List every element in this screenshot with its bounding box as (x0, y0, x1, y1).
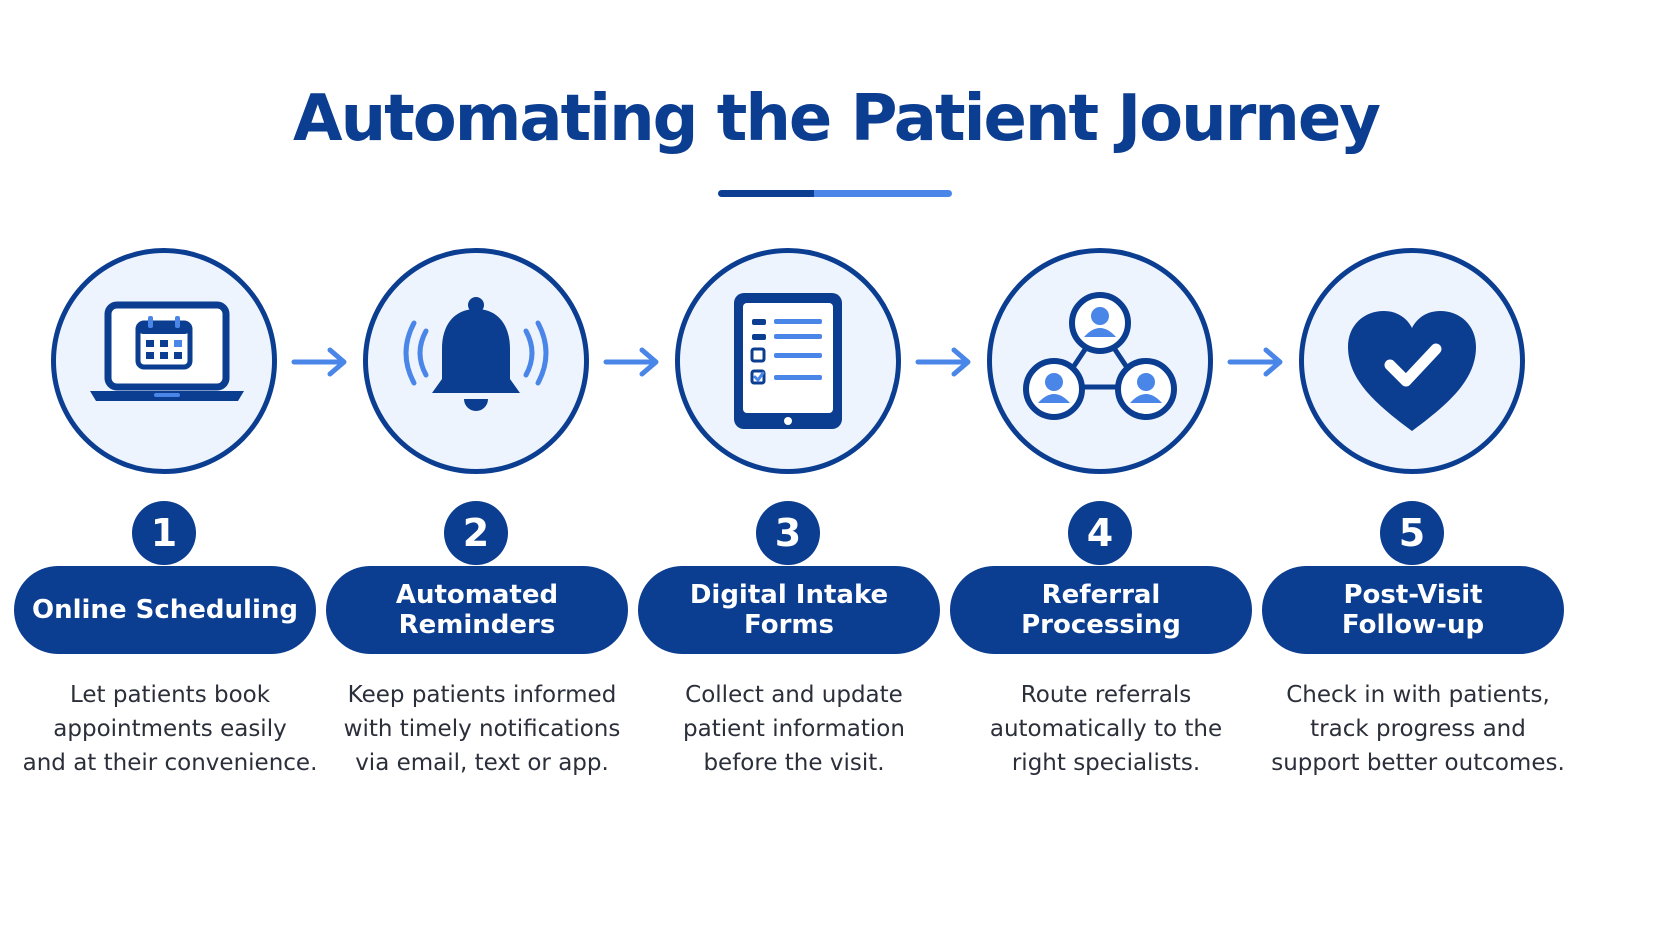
step-title: Automated Reminders (326, 566, 628, 654)
title-underline-light (814, 190, 952, 197)
step-title: Online Scheduling (14, 566, 316, 654)
laptop-calendar-icon (90, 301, 244, 401)
step-title-text: Online Scheduling (32, 595, 298, 625)
arrow-right-icon (291, 347, 347, 377)
arrow-right-icon (603, 347, 659, 377)
step-title-text: Referral Processing (1021, 580, 1181, 640)
step-number: 1 (132, 501, 196, 565)
step-4: 4 Referral Processing Route referrals au… (946, 248, 1266, 808)
step-description: Keep patients informed with timely notif… (343, 682, 621, 776)
step-title: Digital Intake Forms (638, 566, 940, 654)
title-underline (718, 190, 952, 197)
step-icon-circle (1299, 248, 1525, 474)
page-title: Automating the Patient Journey (293, 82, 1381, 156)
arrow-right-icon (1227, 347, 1283, 377)
step-description: Collect and update patient information b… (683, 682, 905, 776)
step-1: 1 Online Scheduling Let patients book ap… (10, 248, 330, 808)
step-description: Let patients book appointments easily an… (22, 682, 318, 776)
title-underline-dark (718, 190, 814, 197)
step-5: 5 Post-Visit Follow-up Check in with pat… (1258, 248, 1578, 808)
step-icon-circle (363, 248, 589, 474)
step-title-text: Post-Visit Follow-up (1341, 580, 1485, 640)
step-number: 3 (756, 501, 820, 565)
step-description: Check in with patients, track progress a… (1271, 682, 1565, 776)
step-3: 3 Digital Intake Forms Collect and updat… (634, 248, 954, 808)
step-title-text: Digital Intake Forms (689, 580, 889, 640)
step-title: Referral Processing (950, 566, 1252, 654)
step-2: 2 Automated Reminders Keep patients info… (322, 248, 642, 808)
heart-check-icon (1348, 311, 1476, 431)
step-icon-circle (51, 248, 277, 474)
arrow-right-icon (915, 347, 971, 377)
step-icon-circle (987, 248, 1213, 474)
step-number: 4 (1068, 501, 1132, 565)
step-title: Post-Visit Follow-up (1262, 566, 1564, 654)
referral-network-icon (1023, 292, 1177, 420)
step-description: Route referrals automatically to the rig… (989, 682, 1223, 776)
step-title-text: Automated Reminders (395, 580, 559, 640)
bell-icon (403, 297, 549, 411)
step-icon-circle (675, 248, 901, 474)
step-number: 2 (444, 501, 508, 565)
tablet-checklist-icon (734, 293, 842, 429)
step-number: 5 (1380, 501, 1444, 565)
